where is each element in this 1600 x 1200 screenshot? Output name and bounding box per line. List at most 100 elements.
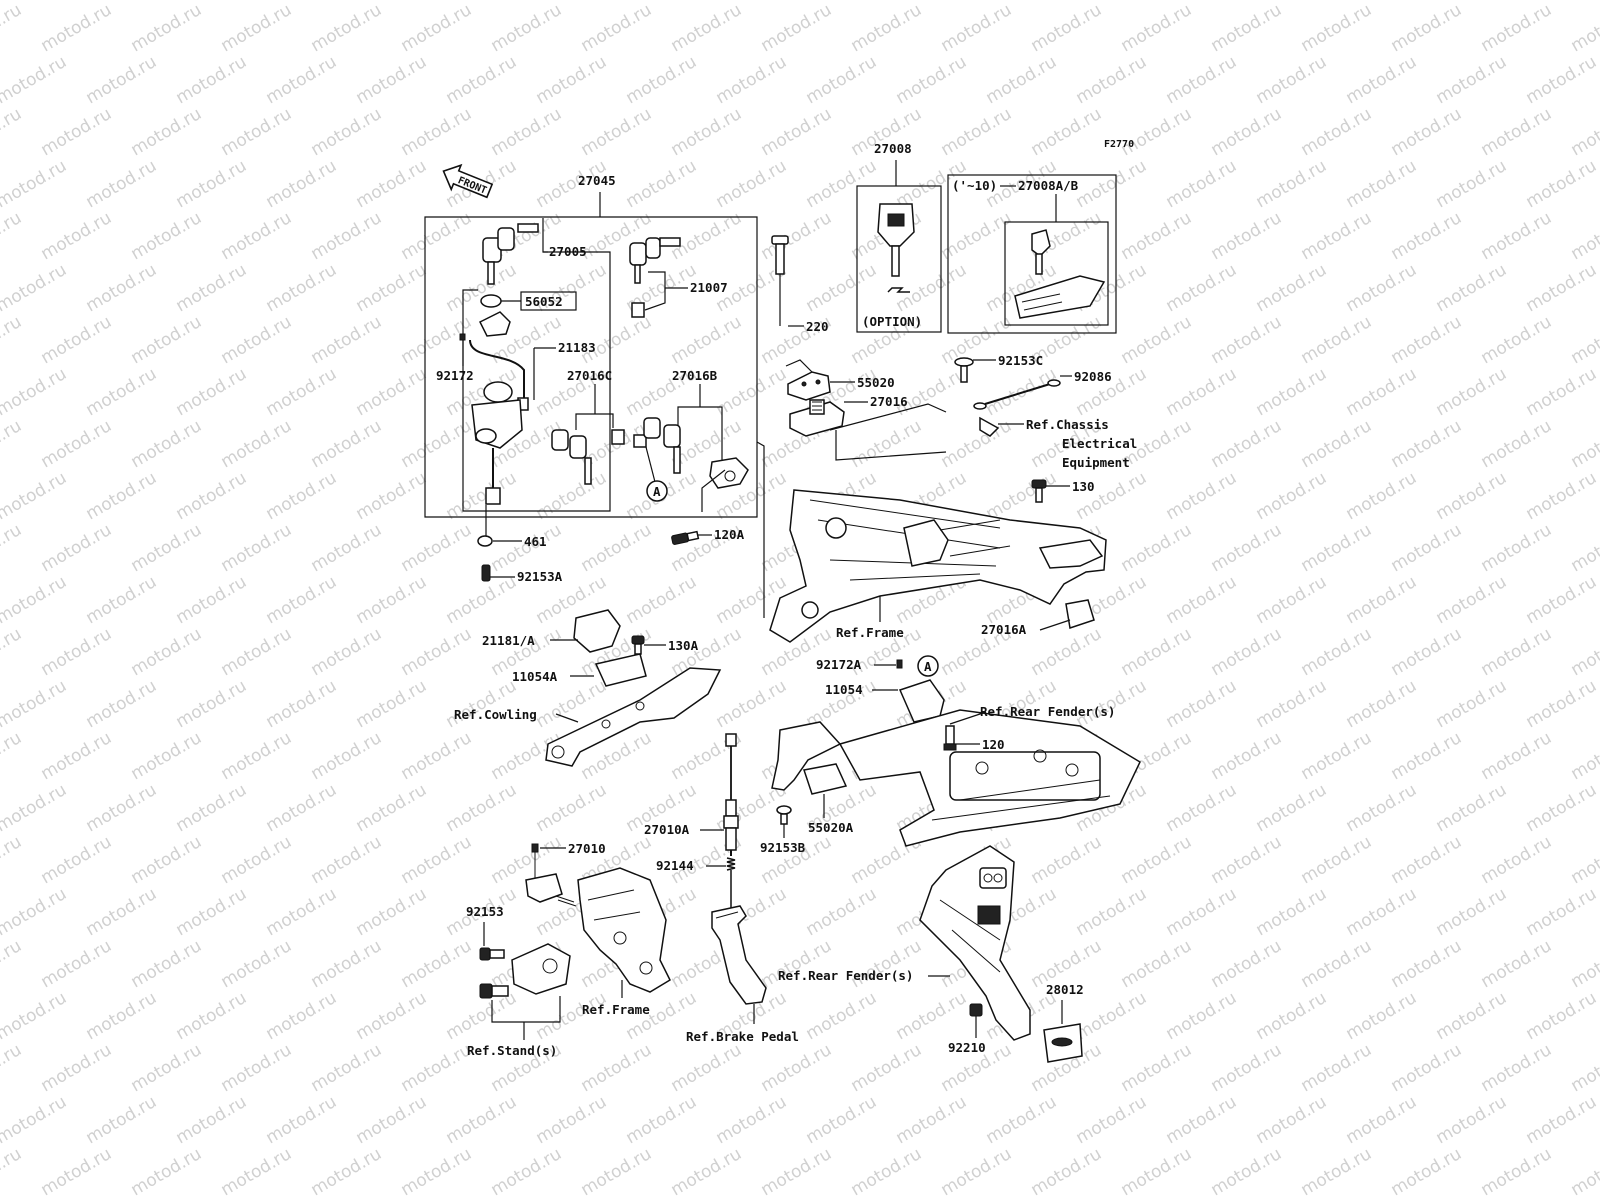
watermark-text: motod.ru <box>218 520 296 576</box>
watermark-text: motod.ru <box>173 260 251 316</box>
watermark-text: motod.ru <box>398 936 476 992</box>
watermark-text: motod.ru <box>668 104 746 160</box>
watermark-text: motod.ru <box>1253 676 1331 732</box>
watermark-text: motod.ru <box>533 1092 611 1148</box>
callout-a-lower <box>917 655 939 677</box>
watermark-text: motod.ru <box>668 0 746 56</box>
watermark-text: motod.ru <box>1073 1092 1151 1148</box>
watermark-text: motod.ru <box>1298 312 1376 368</box>
watermark-text: motod.ru <box>83 988 161 1044</box>
watermark-text: motod.ru <box>218 728 296 784</box>
watermark-text: motod.ru <box>218 208 296 264</box>
watermark-text: motod.ru <box>398 104 476 160</box>
watermark-text: motod.ru <box>1163 468 1241 524</box>
watermark-text: motod.ru <box>1388 208 1466 264</box>
watermark-text: motod.ru <box>1433 364 1511 420</box>
bolt-92153C <box>954 357 974 383</box>
watermark-text: motod.ru <box>353 884 431 940</box>
watermark-text: motod.ru <box>758 104 836 160</box>
watermark-text: motod.ru <box>1523 1092 1600 1148</box>
watermark-text: motod.ru <box>1028 104 1106 160</box>
watermark-text: motod.ru <box>398 1144 476 1200</box>
watermark-text: motod.ru <box>128 832 206 888</box>
label-92153A: 92153A <box>517 569 563 584</box>
watermark-text: motod.ru <box>263 156 341 212</box>
watermark-text: motod.ru <box>1208 104 1286 160</box>
watermark-text: motod.ru <box>0 728 25 784</box>
watermark-text: motod.ru <box>1478 520 1556 576</box>
watermark-text: motod.ru <box>218 312 296 368</box>
watermark-text: motod.ru <box>1163 988 1241 1044</box>
label-21007: 21007 <box>690 280 728 295</box>
watermark-text: motod.ru <box>1343 988 1421 1044</box>
callout-a-upper <box>646 480 668 502</box>
watermark-text: motod.ru <box>38 936 116 992</box>
watermark-text: motod.ru <box>533 0 611 4</box>
watermark-text: motod.ru <box>668 1144 746 1200</box>
watermark-text: motod.ru <box>1568 520 1600 576</box>
cowling-stay <box>545 667 722 767</box>
watermark-text: motod.ru <box>1343 364 1421 420</box>
rear-fender-top-drawing <box>771 709 1141 847</box>
watermark-text: motod.ru <box>1478 0 1556 56</box>
watermark-text: motod.ru <box>1253 52 1331 108</box>
watermark-text: motod.ru <box>1388 104 1466 160</box>
watermark-text: motod.ru <box>533 52 611 108</box>
watermark-text: motod.ru <box>1523 364 1600 420</box>
watermark-text: motod.ru <box>1163 572 1241 628</box>
watermark-text: motod.ru <box>1208 832 1286 888</box>
watermark-text: motod.ru <box>83 260 161 316</box>
watermark-text: motod.ru <box>1073 988 1151 1044</box>
frame-bottom-drawing <box>577 867 671 993</box>
watermark-text: motod.ru <box>848 936 926 992</box>
watermark-text: motod.ru <box>1073 884 1151 940</box>
watermark-text: motod.ru <box>0 884 70 940</box>
watermark-text: motod.ru <box>38 832 116 888</box>
watermark-text: motod.ru <box>173 156 251 212</box>
watermark-text: motod.ru <box>1523 988 1600 1044</box>
watermark-text: motod.ru <box>128 520 206 576</box>
key-set-27005 <box>482 223 539 285</box>
label-27010: 27010 <box>568 841 606 856</box>
watermark-text: motod.ru <box>83 52 161 108</box>
watermark-text: motod.ru <box>173 1092 251 1148</box>
watermark-text: motod.ru <box>848 416 926 472</box>
watermark-text: motod.ru <box>443 676 521 732</box>
watermark-text: motod.ru <box>1388 1040 1466 1096</box>
watermark-text: motod.ru <box>1388 416 1466 472</box>
label-ref-rear-fender-bottom: Ref.Rear Fender(s) <box>778 968 913 983</box>
watermark-text: motod.ru <box>128 728 206 784</box>
watermark-text: motod.ru <box>1208 416 1286 472</box>
watermark-text: motod.ru <box>758 936 836 992</box>
watermark-text: motod.ru <box>1163 260 1241 316</box>
watermark-text: motod.ru <box>0 1040 25 1096</box>
callout-a-upper-label: A <box>653 484 661 499</box>
watermark-text: motod.ru <box>0 832 25 888</box>
watermark-text: motod.ru <box>1343 260 1421 316</box>
watermark-text: motod.ru <box>1478 312 1556 368</box>
watermark-text: motod.ru <box>173 676 251 732</box>
watermark-text: motod.ru <box>263 52 341 108</box>
watermark-text: motod.ru <box>578 0 656 56</box>
watermark-text: motod.ru <box>1388 1144 1466 1200</box>
watermark-text: motod.ru <box>623 572 701 628</box>
watermark-text: motod.ru <box>1523 0 1600 4</box>
watermark-text: motod.ru <box>0 936 25 992</box>
watermark-text: motod.ru <box>1163 780 1241 836</box>
label-92086: 92086 <box>1074 369 1112 384</box>
watermark-text: motod.ru <box>0 572 70 628</box>
watermark-text: motod.ru <box>1028 624 1106 680</box>
watermark-text: motod.ru <box>1568 312 1600 368</box>
watermark-text: motod.ru <box>1253 468 1331 524</box>
watermark-text: motod.ru <box>1028 832 1106 888</box>
watermark-text: motod.ru <box>83 468 161 524</box>
watermark-text: motod.ru <box>128 936 206 992</box>
watermark-text: motod.ru <box>1568 208 1600 264</box>
relay-21181A <box>573 609 621 653</box>
watermark-text: motod.ru <box>443 780 521 836</box>
label-55020: 55020 <box>857 375 895 390</box>
bracket-55020A <box>803 763 848 795</box>
watermark-text: motod.ru <box>128 1144 206 1200</box>
watermark-text: motod.ru <box>173 884 251 940</box>
watermark-text: motod.ru <box>1433 884 1511 940</box>
